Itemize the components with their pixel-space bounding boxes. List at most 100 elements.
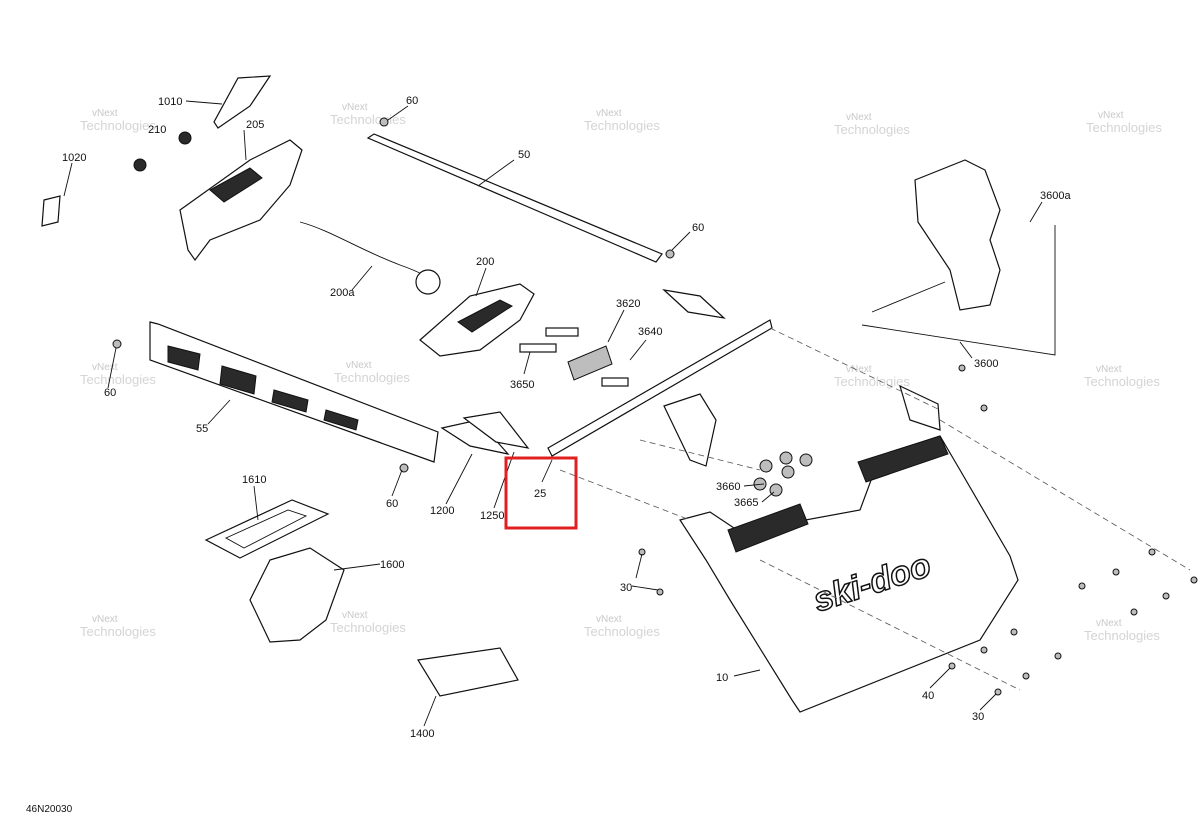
part-25-bar[interactable]	[547, 319, 773, 457]
part-1600-box[interactable]	[249, 547, 345, 643]
part-lens-top[interactable]	[662, 289, 726, 319]
assembly-lines	[559, 327, 1191, 691]
part-210-grommet[interactable]	[133, 158, 147, 172]
part-3600a-pin[interactable]	[871, 281, 946, 313]
callout-1200[interactable]: 1200	[430, 505, 454, 517]
part-1200-lens[interactable]	[440, 419, 510, 455]
svg-text:Technologies: Technologies	[80, 118, 156, 133]
part-1400-toolkit[interactable]	[417, 647, 519, 697]
part-200a-harness[interactable]	[299, 221, 431, 279]
svg-text:Technologies: Technologies	[834, 122, 910, 137]
callout-1010[interactable]: 1010	[158, 96, 182, 108]
callout-200[interactable]: 200	[476, 256, 494, 268]
part-3600-outline	[861, 225, 1056, 356]
callout-200a[interactable]: 200a	[330, 287, 355, 299]
svg-text:vNext: vNext	[342, 610, 368, 621]
callout-10[interactable]: 10	[716, 672, 728, 684]
part-3620-bracket[interactable]	[567, 345, 613, 381]
part-55-cutout	[219, 365, 257, 395]
part-3600a-bracket[interactable]	[914, 159, 1001, 311]
callout-40[interactable]: 40	[922, 690, 934, 702]
svg-text:Technologies: Technologies	[1086, 120, 1162, 135]
part-3650-bolt[interactable]	[545, 327, 579, 337]
svg-text:Technologies: Technologies	[584, 118, 660, 133]
callout-1600[interactable]: 1600	[380, 559, 404, 571]
svg-text:vNext: vNext	[92, 362, 118, 373]
svg-text:vNext: vNext	[846, 112, 872, 123]
svg-text:Technologies: Technologies	[330, 112, 406, 127]
part-210-grommet[interactable]	[178, 131, 192, 145]
part-55-side-panel[interactable]	[149, 321, 439, 463]
part-3640-bolt[interactable]	[601, 377, 629, 387]
svg-text:vNext: vNext	[1098, 110, 1124, 121]
part-60-screw[interactable]	[665, 249, 675, 259]
callout-55[interactable]: 55	[196, 423, 208, 435]
part-1010-decal[interactable]	[213, 75, 272, 129]
callout-205[interactable]: 205	[246, 119, 264, 131]
leader-lines	[63, 100, 1043, 727]
part-50-rail[interactable]	[366, 133, 663, 263]
svg-text:Technologies: Technologies	[334, 370, 410, 385]
callout-3620[interactable]: 3620	[616, 298, 640, 310]
part-3660-nuts[interactable]	[753, 451, 813, 497]
part-205-housing[interactable]	[179, 139, 303, 262]
callout-1020[interactable]: 1020	[62, 152, 86, 164]
callout-210[interactable]: 210	[148, 124, 166, 136]
part-1250-lens[interactable]	[462, 411, 530, 449]
svg-text:vNext: vNext	[342, 102, 368, 113]
svg-text:vNext: vNext	[346, 360, 372, 371]
part-55-cutout	[167, 345, 201, 371]
part-1610-strap-inner	[224, 509, 308, 549]
svg-text:Technologies: Technologies	[330, 620, 406, 635]
callout-labels: 1010 210 205 1020 60 50 60 3600a 200a 20…	[62, 95, 1071, 740]
callout-60[interactable]: 60	[692, 222, 704, 234]
callout-1610[interactable]: 1610	[242, 474, 266, 486]
callout-1400[interactable]: 1400	[410, 728, 434, 740]
part-3650-bolt[interactable]	[519, 343, 557, 353]
callout-25[interactable]: 25	[534, 488, 546, 500]
callout-3660[interactable]: 3660	[716, 481, 740, 493]
callout-3665[interactable]: 3665	[734, 497, 758, 509]
callout-3650[interactable]: 3650	[510, 379, 534, 391]
part-bracket-top-right[interactable]	[899, 384, 941, 431]
svg-text:Technologies: Technologies	[1084, 374, 1160, 389]
callout-30[interactable]: 30	[972, 711, 984, 723]
part-60-screw[interactable]	[399, 463, 409, 473]
callout-50[interactable]: 50	[518, 149, 530, 161]
part-60-screw[interactable]	[112, 339, 122, 349]
part-bracket-mid[interactable]	[663, 393, 717, 467]
svg-text:vNext: vNext	[846, 364, 872, 375]
part-55-cutout	[323, 409, 359, 431]
svg-text:vNext: vNext	[1096, 618, 1122, 629]
callout-3600[interactable]: 3600	[974, 358, 998, 370]
callout-60[interactable]: 60	[104, 387, 116, 399]
callout-3640[interactable]: 3640	[638, 326, 662, 338]
svg-text:Technologies: Technologies	[584, 624, 660, 639]
part-10-bumper-top	[727, 503, 809, 553]
part-60-screw[interactable]	[379, 117, 389, 127]
svg-text:vNext: vNext	[1096, 364, 1122, 375]
part-200a-connector[interactable]	[415, 269, 441, 295]
callout-60[interactable]: 60	[406, 95, 418, 107]
part-200-lens	[457, 299, 514, 333]
part-205-housing-detail	[209, 167, 263, 203]
callout-3600a[interactable]: 3600a	[1040, 190, 1071, 202]
callout-30[interactable]: 30	[620, 582, 632, 594]
svg-text:vNext: vNext	[596, 108, 622, 119]
svg-text:Technologies: Technologies	[80, 624, 156, 639]
part-1020-decal[interactable]	[41, 195, 61, 227]
callout-1250[interactable]: 1250	[480, 510, 504, 522]
callout-60[interactable]: 60	[386, 498, 398, 510]
part-10-bumper-top	[857, 435, 949, 483]
